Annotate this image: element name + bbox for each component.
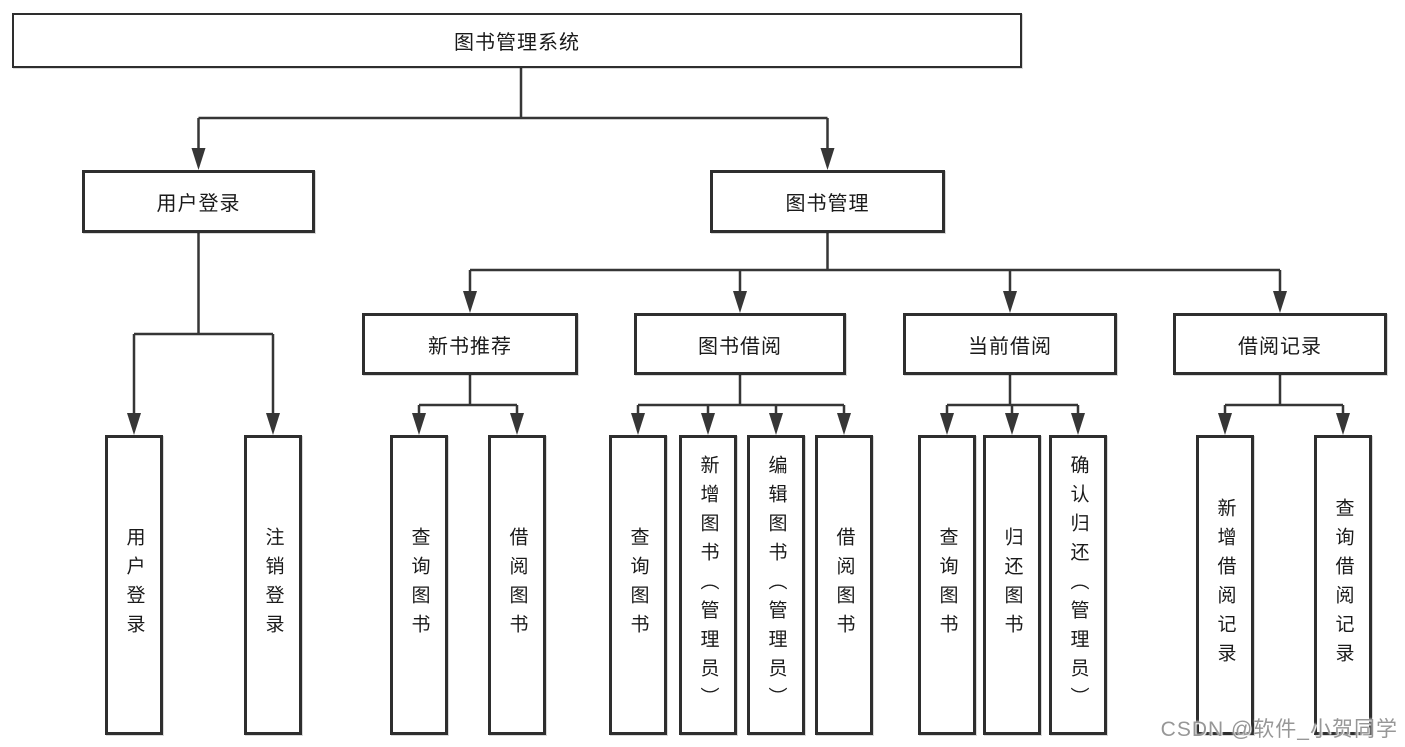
leaf-add-borrow-record: 新增借阅记录	[1196, 435, 1254, 735]
node-borrowing-records: 借阅记录	[1173, 313, 1387, 375]
leaf-add-books-admin: 新增图书（管理员）	[679, 435, 737, 735]
leaf-query-borrow-record: 查询借阅记录	[1314, 435, 1372, 735]
leaf-borrow-books-recommend: 借阅图书	[488, 435, 546, 735]
leaf-user-login: 用户登录	[105, 435, 163, 735]
node-book-borrowing: 图书借阅	[634, 313, 846, 375]
watermark: CSDN @软件_小贺同学	[1160, 718, 1398, 741]
node-new-book-recommendation: 新书推荐	[362, 313, 578, 375]
leaf-confirm-return-admin: 确认归还（管理员）	[1049, 435, 1107, 735]
connector-arrowheads	[127, 148, 1350, 435]
leaf-logout: 注销登录	[244, 435, 302, 735]
leaf-edit-books-admin: 编辑图书（管理员）	[747, 435, 805, 735]
node-current-borrowing: 当前借阅	[903, 313, 1117, 375]
node-book-management: 图书管理	[710, 170, 945, 233]
connector-paths	[132, 68, 1345, 416]
leaf-return-books: 归还图书	[983, 435, 1041, 735]
leaf-query-books-current: 查询图书	[918, 435, 976, 735]
leaf-query-books-recommend: 查询图书	[390, 435, 448, 735]
node-user-login: 用户登录	[82, 170, 315, 233]
leaf-borrow-books: 借阅图书	[815, 435, 873, 735]
leaf-query-books-borrow: 查询图书	[609, 435, 667, 735]
node-library-management-system: 图书管理系统	[12, 13, 1022, 68]
